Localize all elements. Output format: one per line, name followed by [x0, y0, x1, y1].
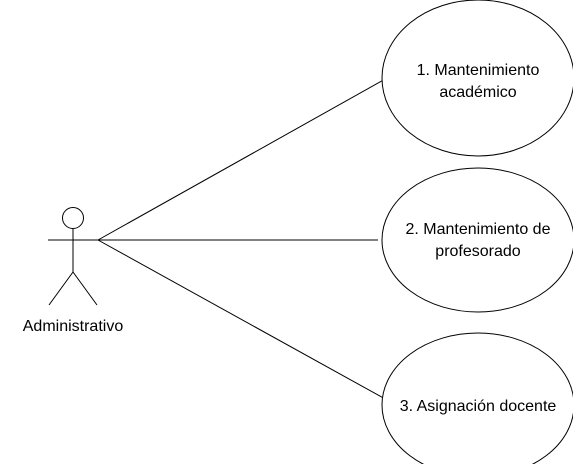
use-case-3-ellipse [381, 332, 573, 464]
use-case-2-label-line-1: 2. Mantenimiento de [406, 221, 551, 238]
association-line-3 [97, 239, 388, 401]
association-line-1 [97, 77, 388, 241]
use-case-2[interactable]: 2. Mantenimiento de profesorado [381, 167, 573, 313]
use-case-1-label-line-1: 1. Mantenimiento [417, 62, 540, 79]
actor-head [62, 207, 84, 229]
actor-label: Administrativo [23, 318, 124, 335]
actor-right-leg [72, 271, 98, 306]
use-case-1-ellipse [381, 0, 573, 157]
use-case-3-label-line-1: 3. Asignación docente [400, 398, 557, 415]
use-case-1[interactable]: 1. Mantenimiento académico [381, 0, 573, 157]
use-case-2-label-line-2: profesorado [435, 243, 520, 260]
use-case-2-ellipse [381, 167, 573, 313]
actor-figure [48, 207, 98, 306]
actor-left-leg [48, 271, 74, 306]
use-case-3[interactable]: 3. Asignación docente [381, 332, 573, 464]
use-case-1-label-line-2: académico [439, 84, 516, 101]
